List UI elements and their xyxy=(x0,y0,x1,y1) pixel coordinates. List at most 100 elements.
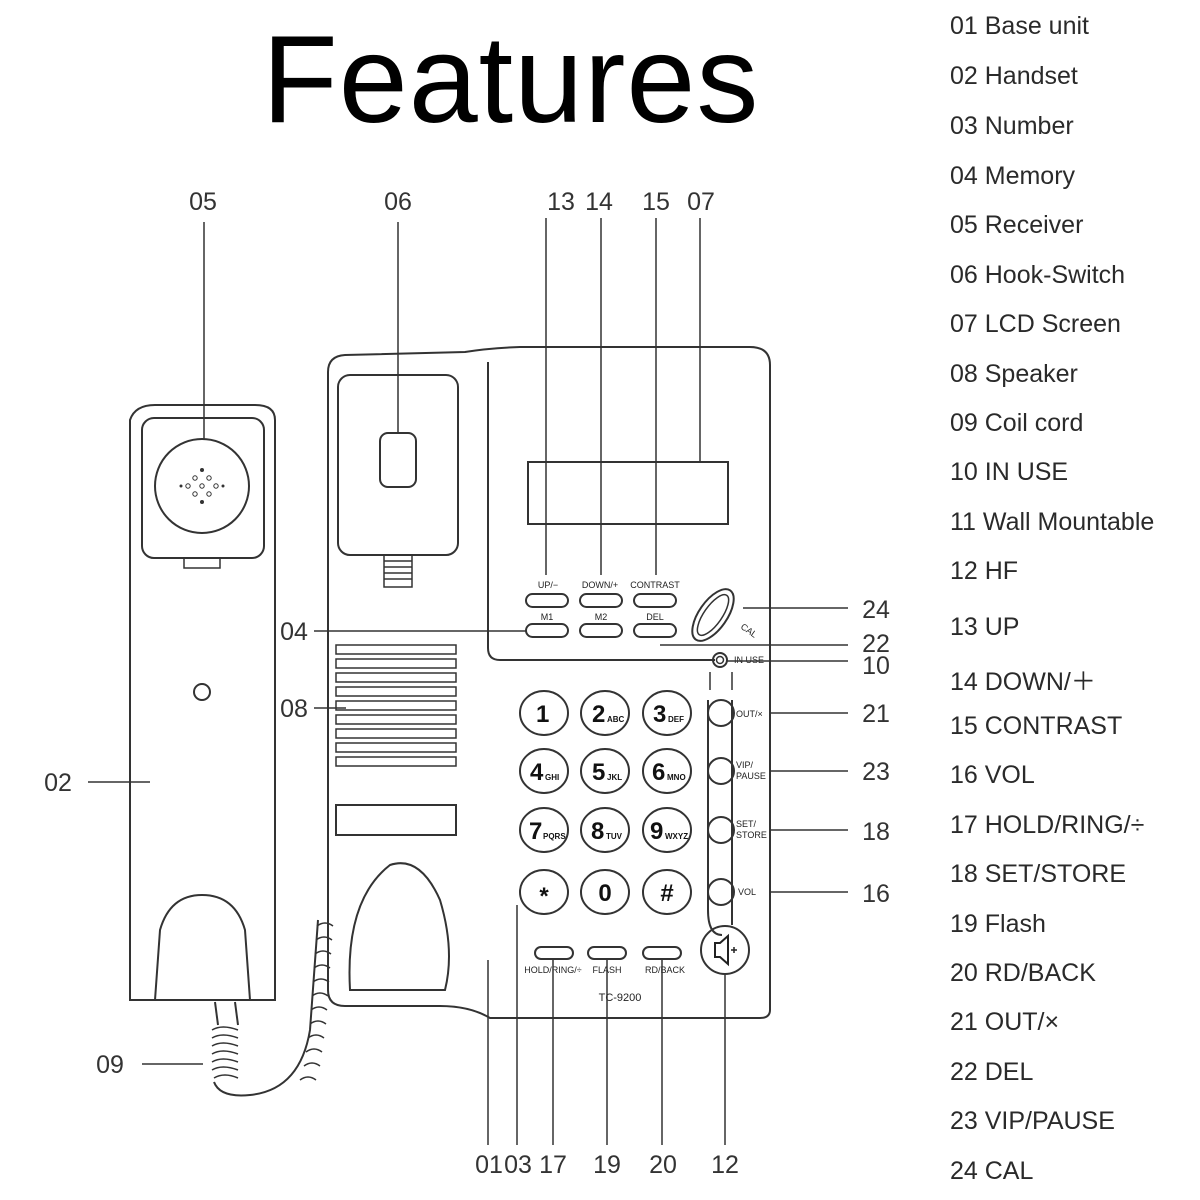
hf-button[interactable] xyxy=(700,925,750,975)
callout-04: 04 xyxy=(280,618,308,646)
key-0[interactable] xyxy=(580,869,630,915)
callout-18: 18 xyxy=(862,818,890,846)
del-button[interactable] xyxy=(633,623,677,638)
page-title: Features xyxy=(262,11,760,149)
base-unit xyxy=(327,346,771,1019)
legend-item: 12 HF xyxy=(950,557,1019,585)
key-letters: PQRS xyxy=(543,832,566,841)
callout-06: 06 xyxy=(384,188,412,216)
out-button[interactable] xyxy=(707,699,735,727)
speaker-grille xyxy=(335,644,457,767)
hook-switch[interactable] xyxy=(379,432,417,488)
key-digit: 3 xyxy=(653,701,666,728)
key-letters: DEF xyxy=(668,715,684,724)
key-digit: # xyxy=(660,880,673,907)
callout-09: 09 xyxy=(96,1051,124,1079)
contrast-button[interactable] xyxy=(633,593,677,608)
callout-05: 05 xyxy=(189,188,217,216)
vol-button[interactable] xyxy=(707,878,735,906)
callout-14: 14 xyxy=(585,188,613,216)
callout-01: 01 xyxy=(475,1151,503,1179)
legend-item: 23 VIP/PAUSE xyxy=(950,1107,1115,1135)
handset xyxy=(129,404,276,1001)
hook-spring xyxy=(383,554,413,588)
legend-item: 01 Base unit xyxy=(950,12,1089,40)
label-slot xyxy=(335,804,457,836)
callout-15: 15 xyxy=(642,188,670,216)
key-digit: 7 xyxy=(529,818,542,845)
key-letters: MNO xyxy=(667,773,686,782)
legend-item: 08 Speaker xyxy=(950,360,1078,388)
up-button[interactable] xyxy=(525,593,569,608)
rd-back-button[interactable] xyxy=(642,946,682,960)
coil-cord xyxy=(211,919,334,1097)
callout-10: 10 xyxy=(862,652,890,680)
legend-item: 13 UP xyxy=(950,613,1020,641)
out-label: OUT/× xyxy=(736,709,763,719)
microphone-hole xyxy=(193,683,211,701)
telephone-diagram: UP/− DOWN/+ CONTRAST M1 M2 DEL CAL IN US… xyxy=(44,188,890,1179)
set-label: SET/ xyxy=(736,819,757,829)
receiver-earpiece xyxy=(154,438,250,534)
down-button[interactable] xyxy=(579,593,623,608)
legend-item: 07 LCD Screen xyxy=(950,310,1121,338)
vol-label: VOL xyxy=(738,887,756,897)
down-label: DOWN/+ xyxy=(582,580,618,590)
callout-08: 08 xyxy=(280,695,308,723)
in-use-led xyxy=(712,652,728,668)
key-8[interactable] xyxy=(580,807,630,853)
legend-item: 24 CAL xyxy=(950,1157,1034,1185)
legend-item: 14 DOWN/＋ xyxy=(950,668,1096,696)
vip-label: VIP/ xyxy=(736,760,754,770)
key-digit: 8 xyxy=(591,818,604,845)
rd-label: RD/BACK xyxy=(645,965,685,975)
set-store-button[interactable] xyxy=(707,816,735,844)
in-use-led-inner xyxy=(715,655,725,665)
legend-item: 18 SET/STORE xyxy=(950,860,1126,888)
callout-03: 03 xyxy=(504,1151,532,1179)
key-hash[interactable] xyxy=(642,869,692,915)
m2-button[interactable] xyxy=(579,623,623,638)
key-3[interactable] xyxy=(642,690,692,736)
legend-item: 06 Hook-Switch xyxy=(950,261,1126,289)
m2-label: M2 xyxy=(595,612,608,622)
legend-item: 09 Coil cord xyxy=(950,409,1084,437)
hold-ring-button[interactable] xyxy=(534,946,574,960)
cal-button[interactable] xyxy=(684,582,741,647)
callout-13: 13 xyxy=(547,188,575,216)
in-use-label: IN USE xyxy=(734,655,764,665)
key-6[interactable] xyxy=(642,748,692,794)
legend-item: 16 VOL xyxy=(950,761,1035,789)
callout-19: 19 xyxy=(593,1151,621,1179)
key-5[interactable] xyxy=(580,748,630,794)
cal-button-inner xyxy=(696,593,730,637)
leader-lines xyxy=(88,218,848,1145)
flash-button[interactable] xyxy=(587,946,627,960)
legend-item: 20 RD/BACK xyxy=(950,959,1096,987)
pause-label: PAUSE xyxy=(736,771,766,781)
key-1[interactable] xyxy=(519,690,569,736)
vip-pause-button[interactable] xyxy=(707,757,735,785)
lcd-screen xyxy=(527,461,729,525)
model-label: TC-9200 xyxy=(599,992,642,1004)
m1-label: M1 xyxy=(541,612,554,622)
callout-22: 22 xyxy=(862,630,890,658)
key-letters: ABC xyxy=(607,715,625,724)
legend-item: 19 Flash xyxy=(950,910,1046,938)
store-label: STORE xyxy=(736,830,767,840)
key-digit: 0 xyxy=(598,880,611,907)
handset-rest xyxy=(348,862,450,991)
key-9[interactable] xyxy=(642,807,692,853)
key-digit: 1 xyxy=(536,701,549,728)
key-digit: 4 xyxy=(530,759,544,786)
key-2[interactable] xyxy=(580,690,630,736)
legend-item: 21 OUT/× xyxy=(950,1008,1060,1036)
key-digit: 5 xyxy=(592,759,605,786)
callout-21: 21 xyxy=(862,700,890,728)
m1-button[interactable] xyxy=(525,623,569,638)
legend-item: 11 Wall Mountable xyxy=(950,508,1155,536)
callout-12: 12 xyxy=(711,1151,739,1179)
key-7[interactable] xyxy=(519,807,569,853)
key-4[interactable] xyxy=(519,748,569,794)
key-star[interactable] xyxy=(519,869,569,915)
